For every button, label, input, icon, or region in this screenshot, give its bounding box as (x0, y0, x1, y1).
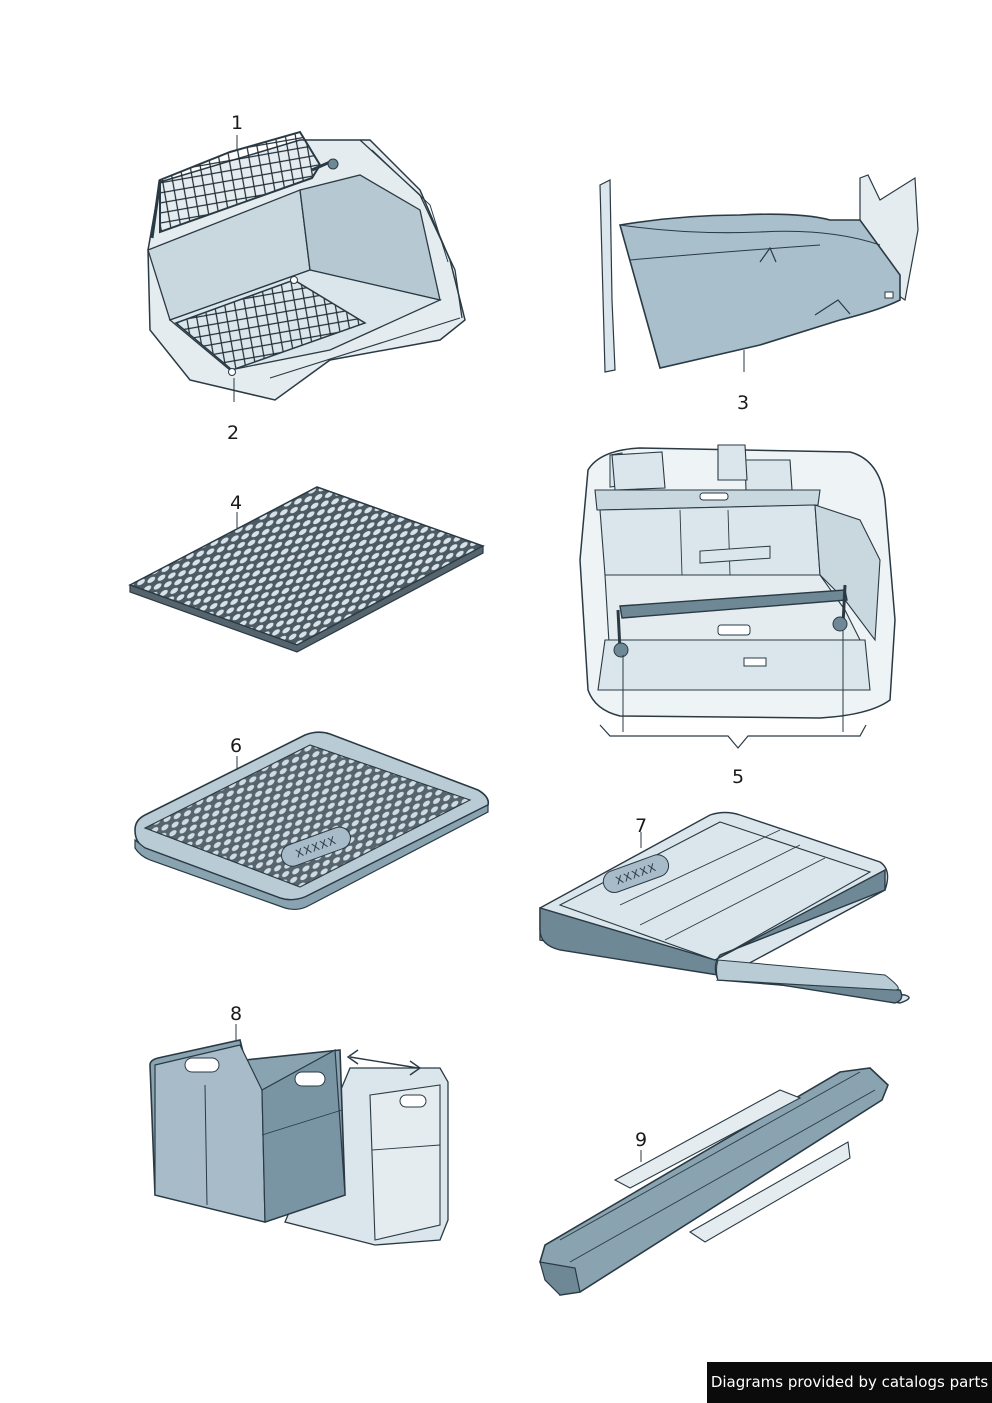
callout-7: 7 (635, 815, 648, 837)
footer-credit: Diagrams provided by catalogs parts (707, 1362, 992, 1403)
part-4-floor-mat (128, 486, 485, 653)
callout-8: 8 (230, 1003, 243, 1025)
part-6-edge-mat: XXXXX (134, 731, 490, 911)
callout-4: 4 (230, 492, 243, 514)
part-5-partition-bar (579, 444, 896, 749)
callout-5: 5 (732, 766, 745, 788)
part-7-tray: XXXXX (539, 811, 910, 1004)
callout-1: 1 (231, 112, 244, 134)
callout-6: 6 (230, 735, 243, 757)
part-1-2-luggage-nets (147, 130, 466, 402)
part-8-foldable-bag (149, 1024, 449, 1246)
part-3-compartment-cover (599, 174, 919, 373)
callout-3: 3 (737, 392, 750, 414)
part-9-ski-bag (539, 1067, 889, 1296)
callout-2: 2 (227, 422, 240, 444)
callout-9: 9 (635, 1129, 648, 1151)
